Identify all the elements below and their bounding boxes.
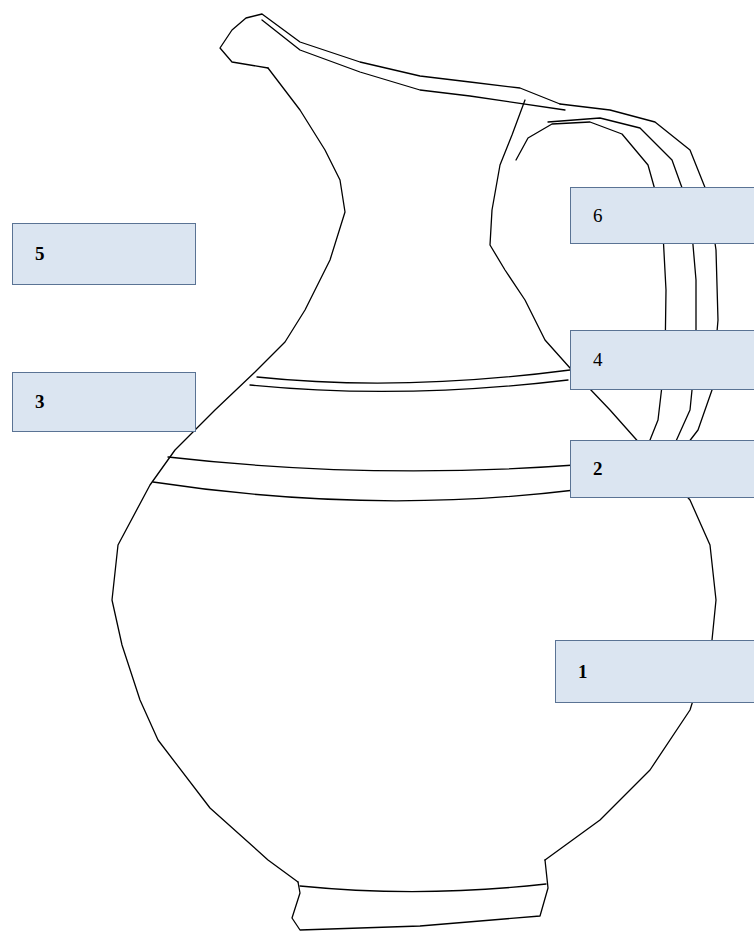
- jug-band: [153, 482, 575, 501]
- jug-foot: [300, 884, 546, 892]
- jug-band: [250, 380, 568, 391]
- label-box: 5: [12, 223, 196, 285]
- label-box: 3: [12, 372, 196, 432]
- jug-handle-middle: [548, 118, 696, 462]
- callout-number: 1: [578, 661, 588, 683]
- callout-number: 5: [35, 243, 45, 265]
- jug-band: [168, 457, 575, 471]
- label-box: 4: [570, 330, 754, 390]
- jug-band: [257, 370, 570, 383]
- callout-number: 4: [593, 349, 603, 371]
- jug-rim-inner: [262, 20, 565, 110]
- jug-left-outline: [112, 68, 345, 882]
- callout-number: 6: [593, 205, 603, 227]
- jug-handle-outer: [560, 104, 718, 472]
- label-box: 1: [555, 640, 754, 703]
- jug-foot: [292, 860, 548, 930]
- callout-number: 3: [35, 391, 45, 413]
- callout-number: 2: [593, 458, 603, 480]
- label-box: 6: [570, 187, 754, 244]
- label-box: 2: [570, 440, 754, 498]
- jug-handle-inner: [516, 122, 666, 445]
